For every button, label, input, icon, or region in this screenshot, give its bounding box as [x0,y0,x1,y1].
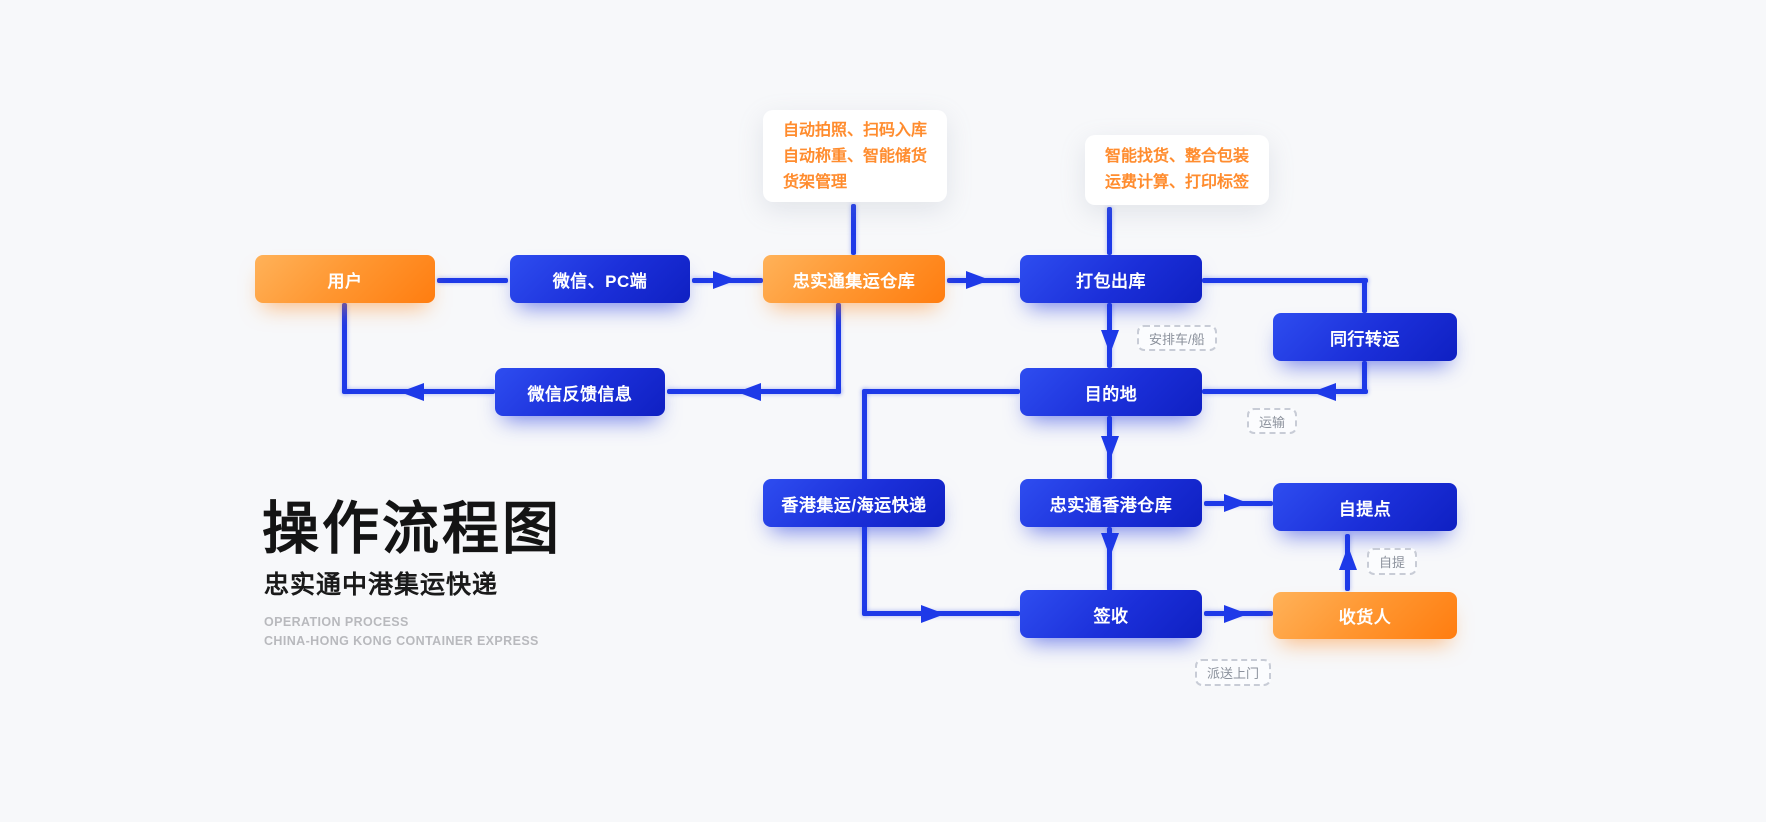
note-line: 货架管理 [783,174,848,191]
note-line: 运费计算、打印标签 [1105,174,1250,191]
edge-label-self-pickup: 自提 [1367,548,1418,575]
connector-packing-note-to-pack [1107,207,1112,255]
node-user: 用户 [255,255,435,303]
arrowhead-to-pack-outbound [966,271,990,289]
node-sign-receipt: 签收 [1020,590,1202,638]
connector-hk-warehouse-to-sign [1107,527,1112,591]
edge-label-door-delivery: 派送上门 [1195,659,1272,686]
connector-inbound-note-to-mainland-warehouse [851,204,856,255]
note-line: 自动称重、智能储货 [783,148,928,165]
page-caption: OPERATION PROCESS CHINA-HONG KONG CONTAI… [264,613,539,651]
edge-label-arrange-vehicle: 安排车/船 [1137,325,1217,351]
connector-pack-to-peer-transfer-vertical [1362,278,1367,313]
connector-pack-to-peer-transfer-horizontal [1202,278,1368,283]
connector-peer-transfer-down-vertical [1362,361,1367,392]
node-hk-express: 香港集运/海运快递 [763,479,945,527]
node-hk-warehouse: 忠实通香港仓库 [1020,479,1202,527]
connector-user-to-wechat [437,278,508,283]
arrowhead-to-pickup-point [1224,494,1248,512]
node-consignee: 收货人 [1273,592,1457,639]
caption-line-2: CHINA-HONG KONG CONTAINER EXPRESS [264,634,539,648]
arrowhead-destination-to-hk-warehouse [1101,436,1119,460]
note-inbound-automation: 自动拍照、扫码入库 自动称重、智能储货 货架管理 [763,110,947,202]
arrowhead-to-user [400,383,424,401]
node-mainland-warehouse: 忠实通集运仓库 [763,255,945,303]
arrowhead-to-mainland-warehouse [713,271,737,289]
arrowhead-pack-to-destination [1101,330,1119,354]
page-title: 操作流程图 [262,497,562,561]
edge-label-transport: 运输 [1247,408,1298,434]
note-line: 自动拍照、扫码入库 [783,122,928,139]
node-pack-outbound: 打包出库 [1020,255,1202,303]
connector-mainland-warehouse-down-vertical [836,303,841,394]
page-subtitle: 忠实通中港集运快递 [264,571,499,599]
node-wechat-feedback: 微信反馈信息 [495,368,665,416]
caption-line-1: OPERATION PROCESS [264,615,409,629]
node-wechat-pc: 微信、PC端 [510,255,690,303]
arrowhead-consignee-to-pickup [1339,546,1357,570]
note-packing-automation: 智能找货、整合包装 运费计算、打印标签 [1085,135,1269,205]
connector-feedback-to-user-vertical [342,303,347,394]
arrowhead-to-consignee [1224,605,1248,623]
connector-destination-left-horizontal [863,389,1020,394]
node-peer-transfer: 同行转运 [1273,313,1457,361]
connector-peer-transfer-to-destination [1202,389,1368,394]
node-destination: 目的地 [1020,368,1202,416]
arrowhead-to-feedback [737,383,761,401]
arrowhead-to-destination-from-peer [1312,383,1336,401]
arrowhead-hk-warehouse-to-sign [1101,533,1119,557]
node-pickup-point: 自提点 [1273,483,1457,531]
note-line: 智能找货、整合包装 [1105,148,1250,165]
arrowhead-hk-express-to-sign [921,605,945,623]
